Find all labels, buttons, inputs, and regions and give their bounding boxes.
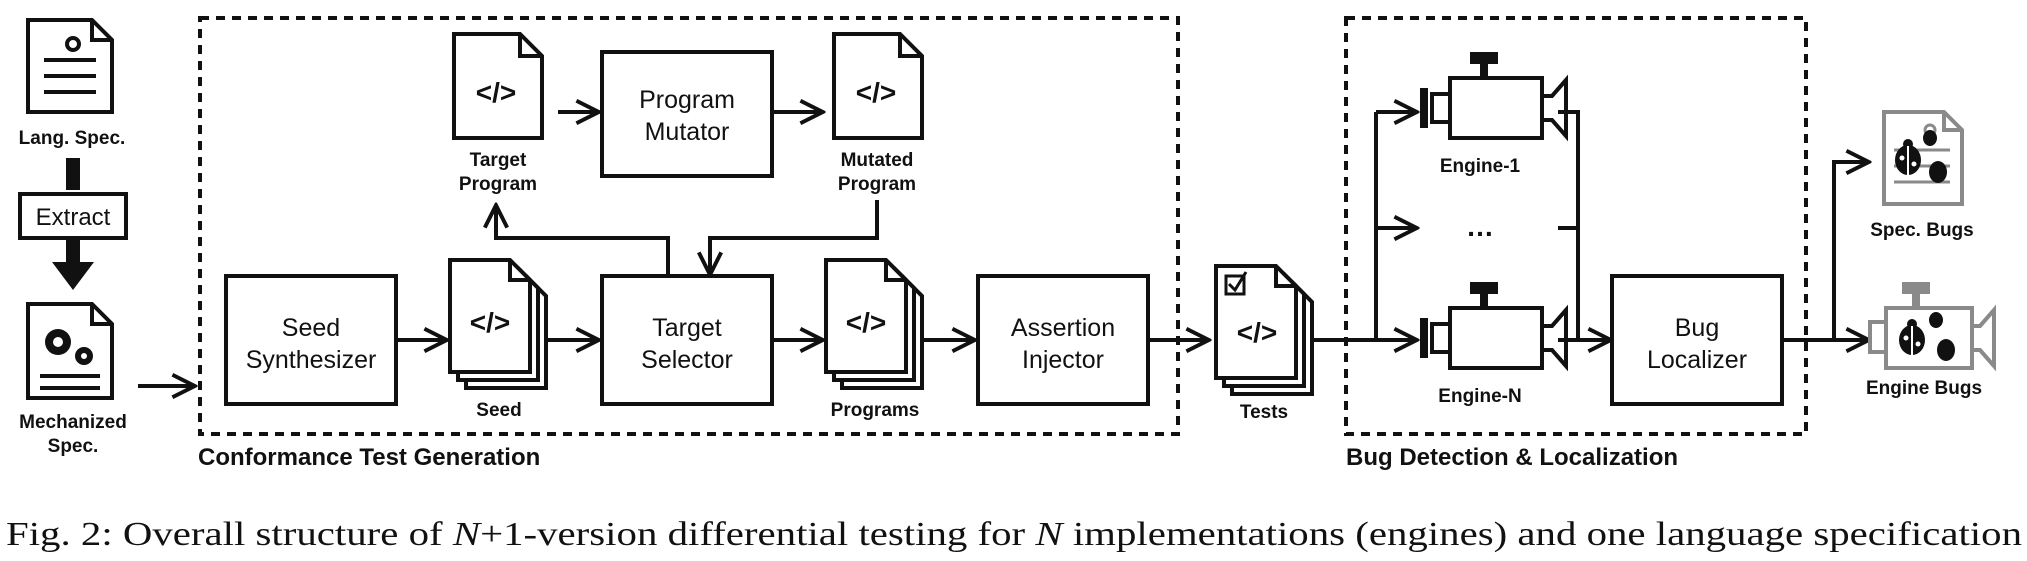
mechanized-label-2: Spec. [48, 436, 99, 457]
mechanized-spec-node: Mechanized Spec. [19, 302, 127, 457]
extract-step: Extract [18, 158, 128, 290]
lang-spec-node: Lang. Spec. [19, 18, 126, 149]
document-icon [26, 18, 114, 114]
checkbox-icon [1224, 271, 1248, 296]
extract-arrow-top [66, 158, 80, 190]
program-mutator-label-2: Mutator [645, 118, 730, 146]
target-program-label-1: Target [470, 150, 527, 171]
spec-bugs-icon [1882, 110, 1964, 206]
tests-stack-icon [1214, 264, 1314, 396]
lang-spec-label: Lang. Spec. [19, 128, 126, 149]
caption-var-2: N [1034, 516, 1065, 553]
caption-var-1: N [452, 516, 483, 553]
generation-group-border [198, 16, 1180, 436]
arrow-selector-to-target-program [496, 208, 670, 276]
engine-merge-vertical [1558, 110, 1580, 340]
seed-label: Seed [476, 400, 521, 421]
mutated-program-icon [832, 32, 924, 140]
mutated-program-code-glyph: </> [856, 77, 896, 108]
target-program-label-2: Program [459, 174, 537, 195]
assertion-injector-label-1: Assertion [1011, 314, 1115, 342]
mutated-program-label-2: Program [838, 174, 916, 195]
tests-label: Tests [1240, 402, 1288, 423]
caption-suffix: implementations (engines) and one langua… [1063, 516, 2022, 553]
programs-label: Programs [831, 400, 920, 421]
assertion-injector-label-2: Injector [1022, 346, 1104, 374]
extract-label: Extract [36, 204, 111, 231]
bug-localizer-label-1: Bug [1675, 314, 1719, 342]
programs-stack-icon [824, 258, 924, 390]
engine-1-icon [1420, 52, 1568, 142]
mutated-program-label-1: Mutated [841, 150, 914, 171]
extract-box [18, 192, 128, 240]
mechanized-label-1: Mechanized [19, 412, 127, 433]
bug-localizer-box [1610, 274, 1784, 406]
program-mutator-label-1: Program [639, 86, 735, 114]
arrow-to-spec-bugs [1832, 162, 1866, 340]
seed-code-glyph: </> [470, 307, 510, 338]
engine-ellipsis: … [1466, 211, 1494, 242]
extract-arrow-head [52, 262, 94, 290]
program-mutator-box [600, 50, 774, 178]
extract-arrow-shaft [66, 240, 80, 262]
target-selector-label-1: Target [652, 314, 722, 342]
target-selector-label-2: Selector [641, 346, 733, 374]
tests-code-glyph: </> [1237, 317, 1277, 348]
engine-n-label: Engine-N [1438, 386, 1521, 407]
ladybug-icon [1899, 312, 1955, 361]
target-program-icon [452, 32, 544, 140]
assertion-injector-box [976, 274, 1150, 406]
spec-bugs-label: Spec. Bugs [1870, 220, 1973, 241]
arrow-mutated-to-selector [710, 200, 879, 272]
engine-bugs-icon [1868, 282, 1996, 372]
seed-synthesizer-label-2: Synthesizer [246, 346, 377, 374]
gears-document-icon [26, 302, 114, 400]
detection-group-border [1344, 16, 1808, 436]
ladybug-icon [1895, 130, 1947, 183]
caption-prefix: Fig. 2: Overall structure of [6, 516, 453, 553]
engine-1-label: Engine-1 [1440, 156, 1521, 177]
seed-stack-icon [448, 258, 548, 390]
caption-middle: +1-version differential testing for [480, 516, 1035, 553]
figure-caption: Fig. 2: Overall structure of N+1-version… [6, 516, 2022, 553]
engine-bugs-label: Engine Bugs [1866, 378, 1982, 399]
bug-localizer-label-2: Localizer [1647, 346, 1747, 374]
generation-group-label: Conformance Test Generation [198, 444, 540, 471]
target-program-code-glyph: </> [476, 77, 516, 108]
engine-n-icon [1420, 282, 1568, 372]
programs-code-glyph: </> [846, 307, 886, 338]
seed-synthesizer-label-1: Seed [282, 314, 340, 342]
seed-synthesizer-box [224, 274, 398, 406]
detection-group-label: Bug Detection & Localization [1346, 444, 1678, 471]
